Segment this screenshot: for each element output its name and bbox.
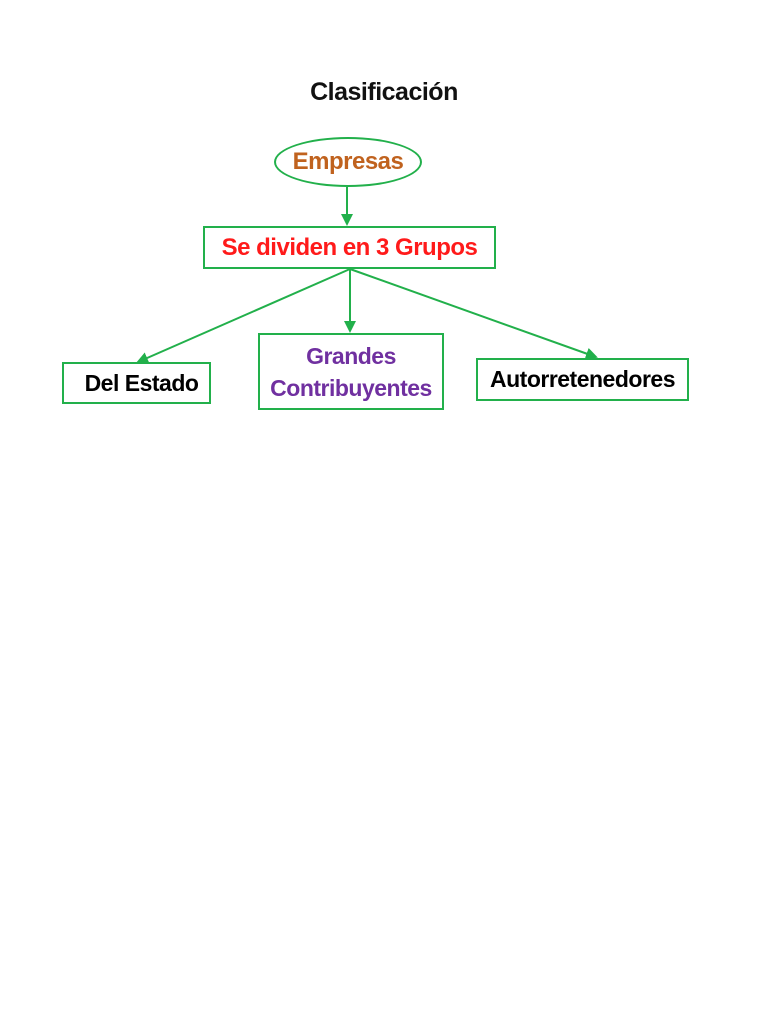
node-del-estado-label: Del Estado <box>84 369 199 396</box>
node-se-dividen-label: Se dividen en 3 Grupos <box>221 233 478 261</box>
node-autorretenedores-label: Autorretenedores <box>490 366 675 392</box>
node-empresas: Empresas <box>274 137 422 187</box>
node-autorretenedores: Autorretenedores <box>476 358 689 401</box>
arrow-mid-to-right <box>349 268 598 360</box>
node-grandes-contribuyentes: Grandes Contribuyentes <box>258 333 444 410</box>
node-grandes-line2: Contribuyentes <box>270 374 432 401</box>
node-se-dividen: Se dividen en 3 Grupos <box>203 226 496 269</box>
node-empresas-label: Empresas <box>292 148 404 175</box>
diagram-title: Clasificación <box>310 78 458 106</box>
arrow-mid-to-left <box>136 268 351 364</box>
node-grandes-line1: Grandes <box>306 342 396 369</box>
node-del-estado: Del Estado <box>62 362 211 404</box>
